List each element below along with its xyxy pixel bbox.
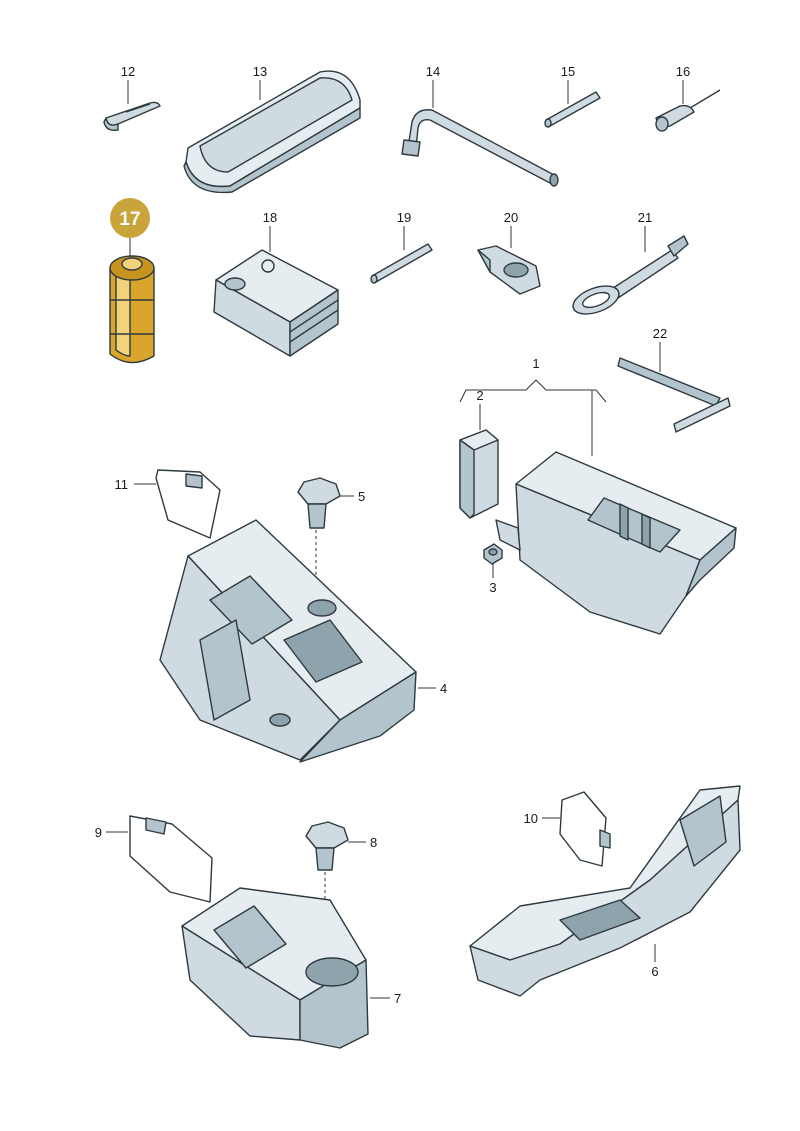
part-4-foam-tray[interactable] [159, 519, 417, 763]
label-3: 3 [489, 580, 496, 595]
part-19-rod[interactable] [370, 243, 433, 284]
label-8: 8 [370, 835, 377, 850]
label-19: 19 [397, 210, 411, 225]
part-14-wheel-wrench[interactable] [401, 109, 559, 187]
label-13: 13 [253, 64, 267, 79]
part-21-towing-eye[interactable] [569, 235, 689, 319]
label-15: 15 [561, 64, 575, 79]
part-17-bottle[interactable] [109, 255, 155, 364]
group-bracket-1 [459, 379, 607, 403]
label-20: 20 [504, 210, 518, 225]
part-10-strap[interactable] [559, 791, 611, 867]
badge-17: 17 [110, 198, 150, 238]
part-12-clip[interactable] [103, 101, 161, 132]
label-7: 7 [394, 991, 401, 1006]
label-14: 14 [426, 64, 440, 79]
part-5-wing-bolt[interactable] [297, 477, 341, 529]
label-16: 16 [676, 64, 690, 79]
part-8-wing-bolt[interactable] [305, 821, 349, 871]
part-18-compressor[interactable] [213, 249, 339, 357]
label-4: 4 [440, 681, 447, 696]
label-12: 12 [121, 64, 135, 79]
label-11: 11 [115, 477, 129, 492]
label-17: 17 [119, 209, 140, 230]
part-1-holder[interactable] [495, 451, 737, 635]
label-18: 18 [263, 210, 277, 225]
part-6-foam-tray[interactable] [469, 785, 741, 997]
label-21: 21 [638, 210, 652, 225]
part-20-adapter[interactable] [477, 245, 541, 295]
part-16-screwdriver[interactable] [655, 89, 721, 132]
part-13-tool-bag[interactable] [183, 70, 361, 194]
part-22-crank[interactable] [617, 357, 731, 433]
label-6: 6 [651, 964, 658, 979]
label-10: 10 [524, 811, 538, 826]
part-7-foam-tray[interactable] [181, 887, 369, 1049]
part-2-bracket[interactable] [459, 429, 499, 519]
part-15-pin[interactable] [544, 91, 601, 128]
label-9: 9 [95, 825, 102, 840]
part-11-strap[interactable] [155, 469, 221, 539]
part-9-strap[interactable] [129, 815, 213, 903]
label-2: 2 [476, 388, 483, 403]
part-3-nut[interactable] [483, 543, 503, 565]
label-22: 22 [653, 326, 667, 341]
label-5: 5 [358, 489, 365, 504]
label-1: 1 [532, 356, 539, 371]
